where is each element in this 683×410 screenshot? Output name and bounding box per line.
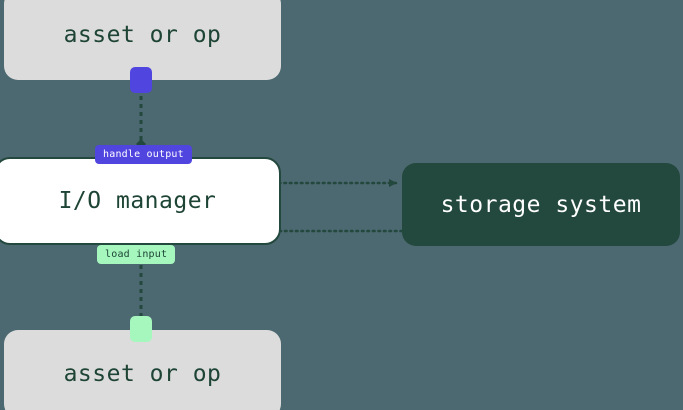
edge-label-load-input-text: load input xyxy=(105,249,168,260)
node-asset-or-op-bottom[interactable]: asset or op xyxy=(4,330,281,410)
input-port-icon[interactable] xyxy=(130,316,152,342)
node-label-asset-bottom: asset or op xyxy=(63,361,222,387)
node-io-manager[interactable]: I/O manager xyxy=(0,157,281,245)
node-storage-system[interactable]: storage system xyxy=(402,163,680,246)
node-label-asset-top: asset or op xyxy=(63,22,222,48)
edge-label-load-input[interactable]: load input xyxy=(97,245,176,264)
node-asset-or-op-top[interactable]: asset or op xyxy=(4,0,281,80)
output-port-icon[interactable] xyxy=(130,67,152,93)
edge-label-handle-output-text: handle output xyxy=(103,149,184,160)
edge-label-handle-output[interactable]: handle output xyxy=(95,145,192,164)
node-label-storage-system: storage system xyxy=(440,191,642,218)
node-label-io-manager: I/O manager xyxy=(58,188,217,214)
